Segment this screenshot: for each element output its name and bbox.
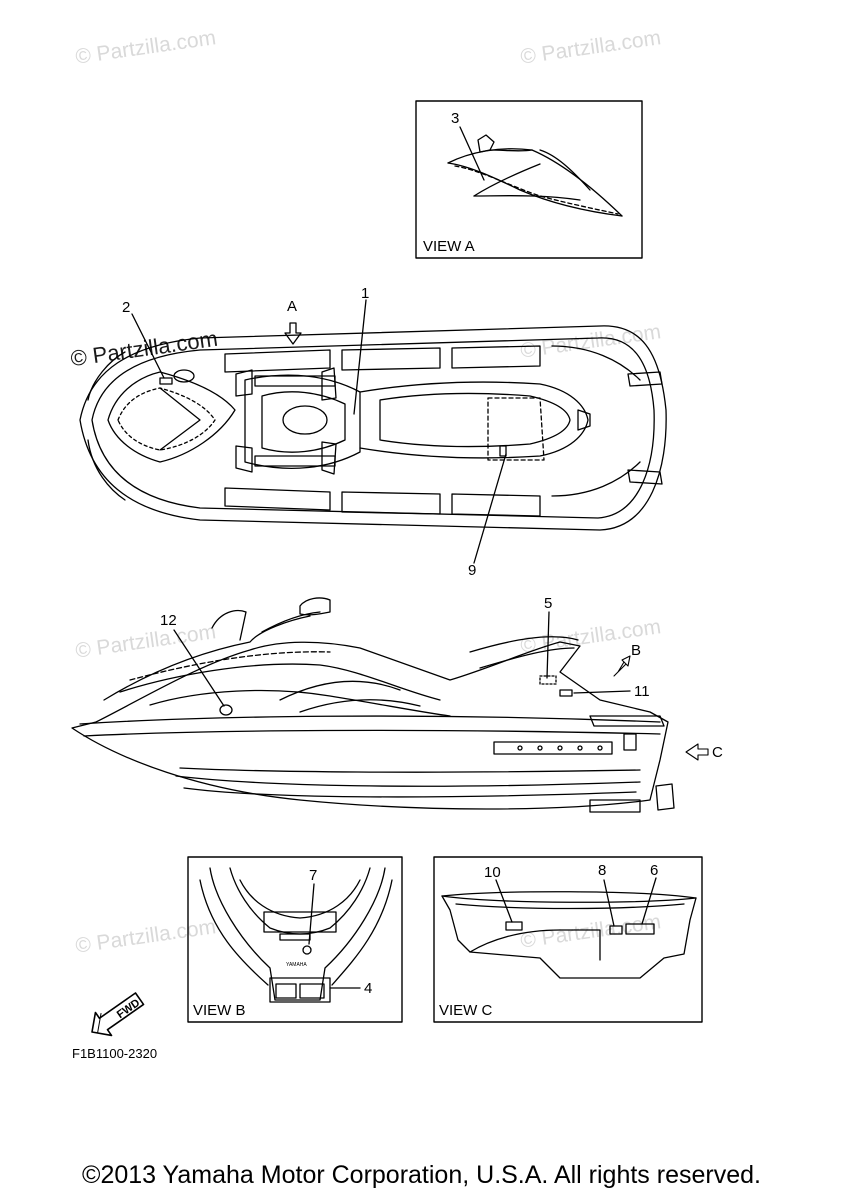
callout-5: 5 xyxy=(544,595,553,612)
view-a-frame xyxy=(415,100,643,259)
leader-2 xyxy=(131,313,165,379)
view-b-label: VIEW B xyxy=(193,1002,246,1019)
callout-12: 12 xyxy=(160,612,177,629)
view-c-drawing xyxy=(441,891,697,979)
callout-8: 8 xyxy=(598,862,607,879)
view-c-arrow xyxy=(685,743,709,761)
callout-11: 11 xyxy=(634,683,650,700)
view-letter-b: B xyxy=(631,642,642,659)
view-b-frame xyxy=(187,856,403,1023)
callout-6: 6 xyxy=(650,862,659,879)
view-c-frame xyxy=(433,856,703,1023)
callout-9: 9 xyxy=(468,562,477,579)
view-a-label: VIEW A xyxy=(423,238,475,255)
view-b-arrow xyxy=(613,655,631,677)
view-a-arrow xyxy=(284,322,302,345)
copyright-notice: ©2013 Yamaha Motor Corporation, U.S.A. A… xyxy=(82,1161,761,1189)
leader-7 xyxy=(308,883,315,945)
leader-9 xyxy=(473,453,507,564)
leader-6 xyxy=(641,877,657,925)
view-a-handlebar-drawing xyxy=(447,134,623,217)
diagram-code: F1B1100-2320 xyxy=(72,1046,158,1061)
callout-3: 3 xyxy=(451,110,460,127)
callout-10: 10 xyxy=(484,864,501,881)
fwd-arrow xyxy=(91,992,145,1037)
callout-1: 1 xyxy=(361,285,370,302)
side-view-drawing xyxy=(71,597,675,813)
callout-4: 4 xyxy=(364,980,373,997)
leader-11 xyxy=(573,690,631,694)
view-b-drawing xyxy=(199,867,393,1003)
leader-12 xyxy=(173,629,225,707)
leader-10 xyxy=(495,879,513,923)
leader-1 xyxy=(353,299,367,415)
top-view-drawing xyxy=(79,325,667,531)
badge-label: YAMAHA xyxy=(286,962,307,968)
callout-7: 7 xyxy=(309,867,318,884)
view-letter-c: C xyxy=(712,744,723,761)
callout-2: 2 xyxy=(122,299,131,316)
view-c-label: VIEW C xyxy=(439,1002,493,1019)
leader-8 xyxy=(603,879,615,927)
leader-5 xyxy=(546,611,550,679)
leader-3 xyxy=(459,126,485,181)
view-letter-a: A xyxy=(287,298,298,315)
